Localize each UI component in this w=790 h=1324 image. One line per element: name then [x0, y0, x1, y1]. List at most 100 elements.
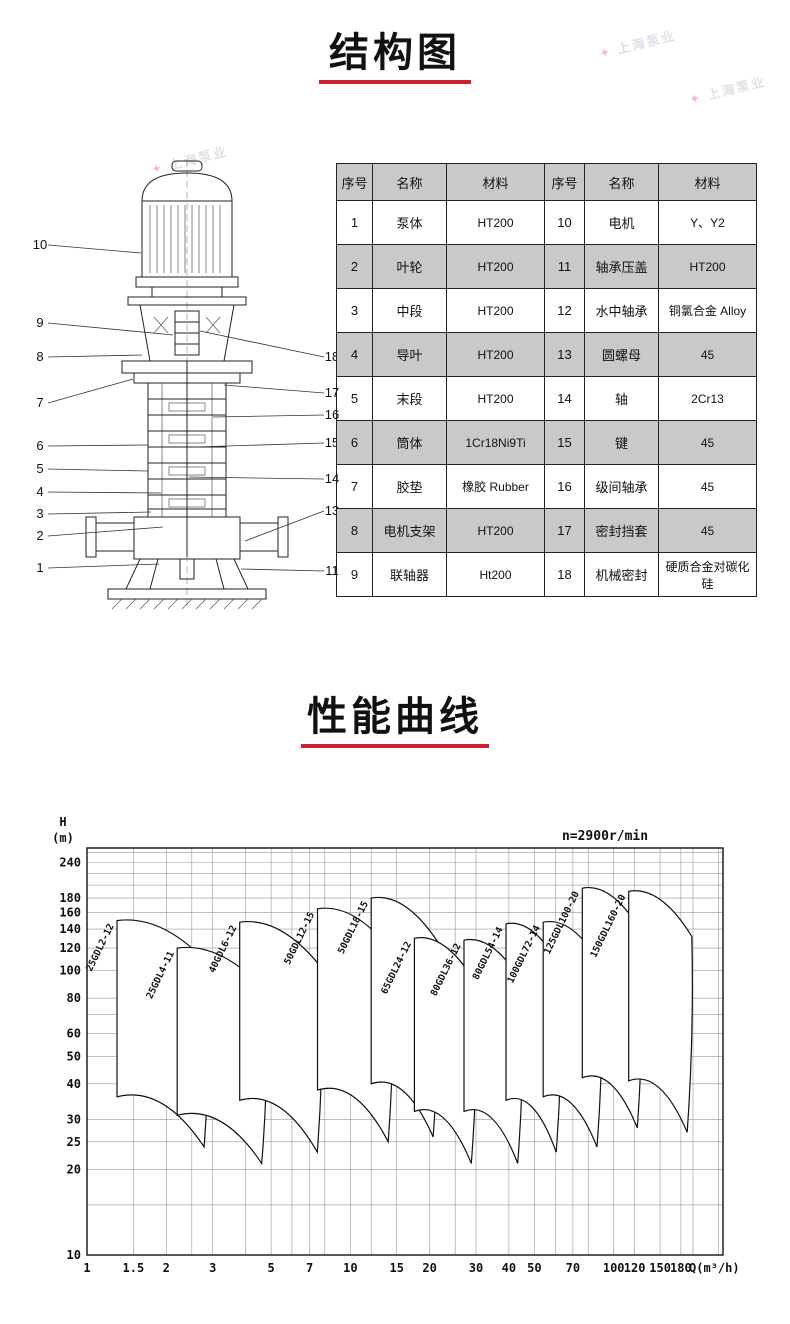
col-header-material: 材料 — [446, 163, 545, 201]
cell-index: 2 — [336, 244, 373, 289]
title-underline — [319, 80, 471, 84]
callout-number: 8 — [36, 349, 43, 364]
cell-material: 1Cr18Ni9Ti — [446, 420, 545, 465]
cell-index: 9 — [336, 552, 373, 597]
title-underline — [301, 744, 489, 748]
callout-number: 17 — [325, 385, 339, 400]
cell-material: Ht200 — [446, 552, 545, 597]
cell-part-name: 胶垫 — [372, 464, 447, 509]
cell-index: 14 — [544, 376, 585, 421]
y-tick-label: 10 — [67, 1248, 81, 1262]
callout-number: 11 — [325, 563, 339, 578]
cell-part-name: 键 — [584, 420, 659, 465]
cell-index: 18 — [544, 552, 585, 597]
callout-number: 3 — [36, 506, 43, 521]
callout-number: 4 — [36, 484, 43, 499]
cell-part-name: 密封挡套 — [584, 508, 659, 553]
col-header-name: 名称 — [584, 163, 659, 201]
callout-number: 14 — [325, 471, 339, 486]
pump-structure-svg: 10 9 8 7 6 5 4 3 2 1 18 17 16 15 14 13 1… — [33, 159, 339, 610]
cell-material: 45 — [658, 508, 757, 553]
col-header-index: 序号 — [336, 163, 373, 201]
cell-part-name: 电机 — [584, 200, 659, 245]
col-header-material: 材料 — [658, 163, 757, 201]
table-header-row: 序号 名称 材料 序号 名称 材料 — [336, 163, 757, 201]
callout-numbers: 10 9 8 7 6 5 4 3 2 1 18 17 16 15 14 13 1… — [33, 237, 339, 578]
cell-material: Y、Y2 — [658, 200, 757, 245]
callout-number: 15 — [325, 435, 339, 450]
y-axis-label: (m) — [52, 831, 74, 845]
y-tick-label: 100 — [59, 964, 81, 978]
cell-index: 6 — [336, 420, 373, 465]
x-tick-label: 100 — [603, 1261, 625, 1275]
x-axis-unit: Q(m³/h) — [689, 1261, 740, 1275]
cell-index: 10 — [544, 200, 585, 245]
pump-base — [107, 558, 267, 610]
cell-index: 13 — [544, 332, 585, 377]
cell-part-name: 轴承压盖 — [584, 244, 659, 289]
watermark-icon: ✦ — [687, 89, 704, 108]
y-tick-label: 240 — [59, 856, 81, 870]
motor — [135, 160, 239, 298]
callout-lines — [47, 244, 325, 572]
cell-index: 7 — [336, 464, 373, 509]
cell-index: 3 — [336, 288, 373, 333]
cell-material: HT200 — [446, 244, 545, 289]
cell-index: 1 — [336, 200, 373, 245]
cell-part-name: 电机支架 — [372, 508, 447, 553]
y-tick-label: 25 — [67, 1135, 81, 1149]
y-tick-label: 50 — [67, 1049, 81, 1063]
callout-number: 13 — [325, 503, 339, 518]
y-axis-label: H — [59, 815, 66, 829]
chart-annotation: n=2900r/min — [562, 829, 648, 844]
y-tick-label: 160 — [59, 906, 81, 920]
cell-index: 11 — [544, 244, 585, 289]
y-tick-label: 30 — [67, 1112, 81, 1126]
callout-number: 9 — [36, 315, 43, 330]
x-tick-label: 20 — [422, 1261, 436, 1275]
cell-material: HT200 — [446, 200, 545, 245]
cell-material: HT200 — [446, 332, 545, 377]
x-tick-label: 50 — [527, 1261, 541, 1275]
cell-index: 5 — [336, 376, 373, 421]
x-tick-label: 15 — [389, 1261, 403, 1275]
cell-index: 15 — [544, 420, 585, 465]
section-title-performance: 性能曲线 — [307, 695, 483, 739]
cell-material: 45 — [658, 420, 757, 465]
x-tick-label: 70 — [566, 1261, 580, 1275]
y-tick-label: 180 — [59, 891, 81, 905]
x-tick-label: 30 — [469, 1261, 483, 1275]
cell-part-name: 中段 — [372, 288, 447, 333]
cell-part-name: 筒体 — [372, 420, 447, 465]
cell-part-name: 级间轴承 — [584, 464, 659, 509]
cell-index: 16 — [544, 464, 585, 509]
plot-border — [86, 847, 724, 1256]
x-tick-label: 1 — [83, 1261, 90, 1275]
y-tick-label: 120 — [59, 941, 81, 955]
y-tick-label: 140 — [59, 922, 81, 936]
cell-index: 17 — [544, 508, 585, 553]
callout-number: 5 — [36, 461, 43, 476]
x-tick-label: 7 — [306, 1261, 313, 1275]
pump-curve-label: 25GDL2-12 — [84, 922, 116, 973]
x-tick-label: 10 — [343, 1261, 357, 1275]
cell-part-name: 机械密封 — [584, 552, 659, 597]
y-tick-label: 40 — [67, 1077, 81, 1091]
cell-material: 2Cr13 — [658, 376, 757, 421]
section-title-structure: 结构图 — [329, 31, 461, 75]
cell-material: 硬质合金对碳化硅 — [658, 552, 757, 597]
motor-fins — [149, 205, 221, 273]
y-tick-label: 60 — [67, 1027, 81, 1041]
pump-casing — [85, 516, 289, 580]
callout-number: 1 — [36, 560, 43, 575]
cell-material: HT200 — [446, 508, 545, 553]
cell-part-name: 水中轴承 — [584, 288, 659, 333]
